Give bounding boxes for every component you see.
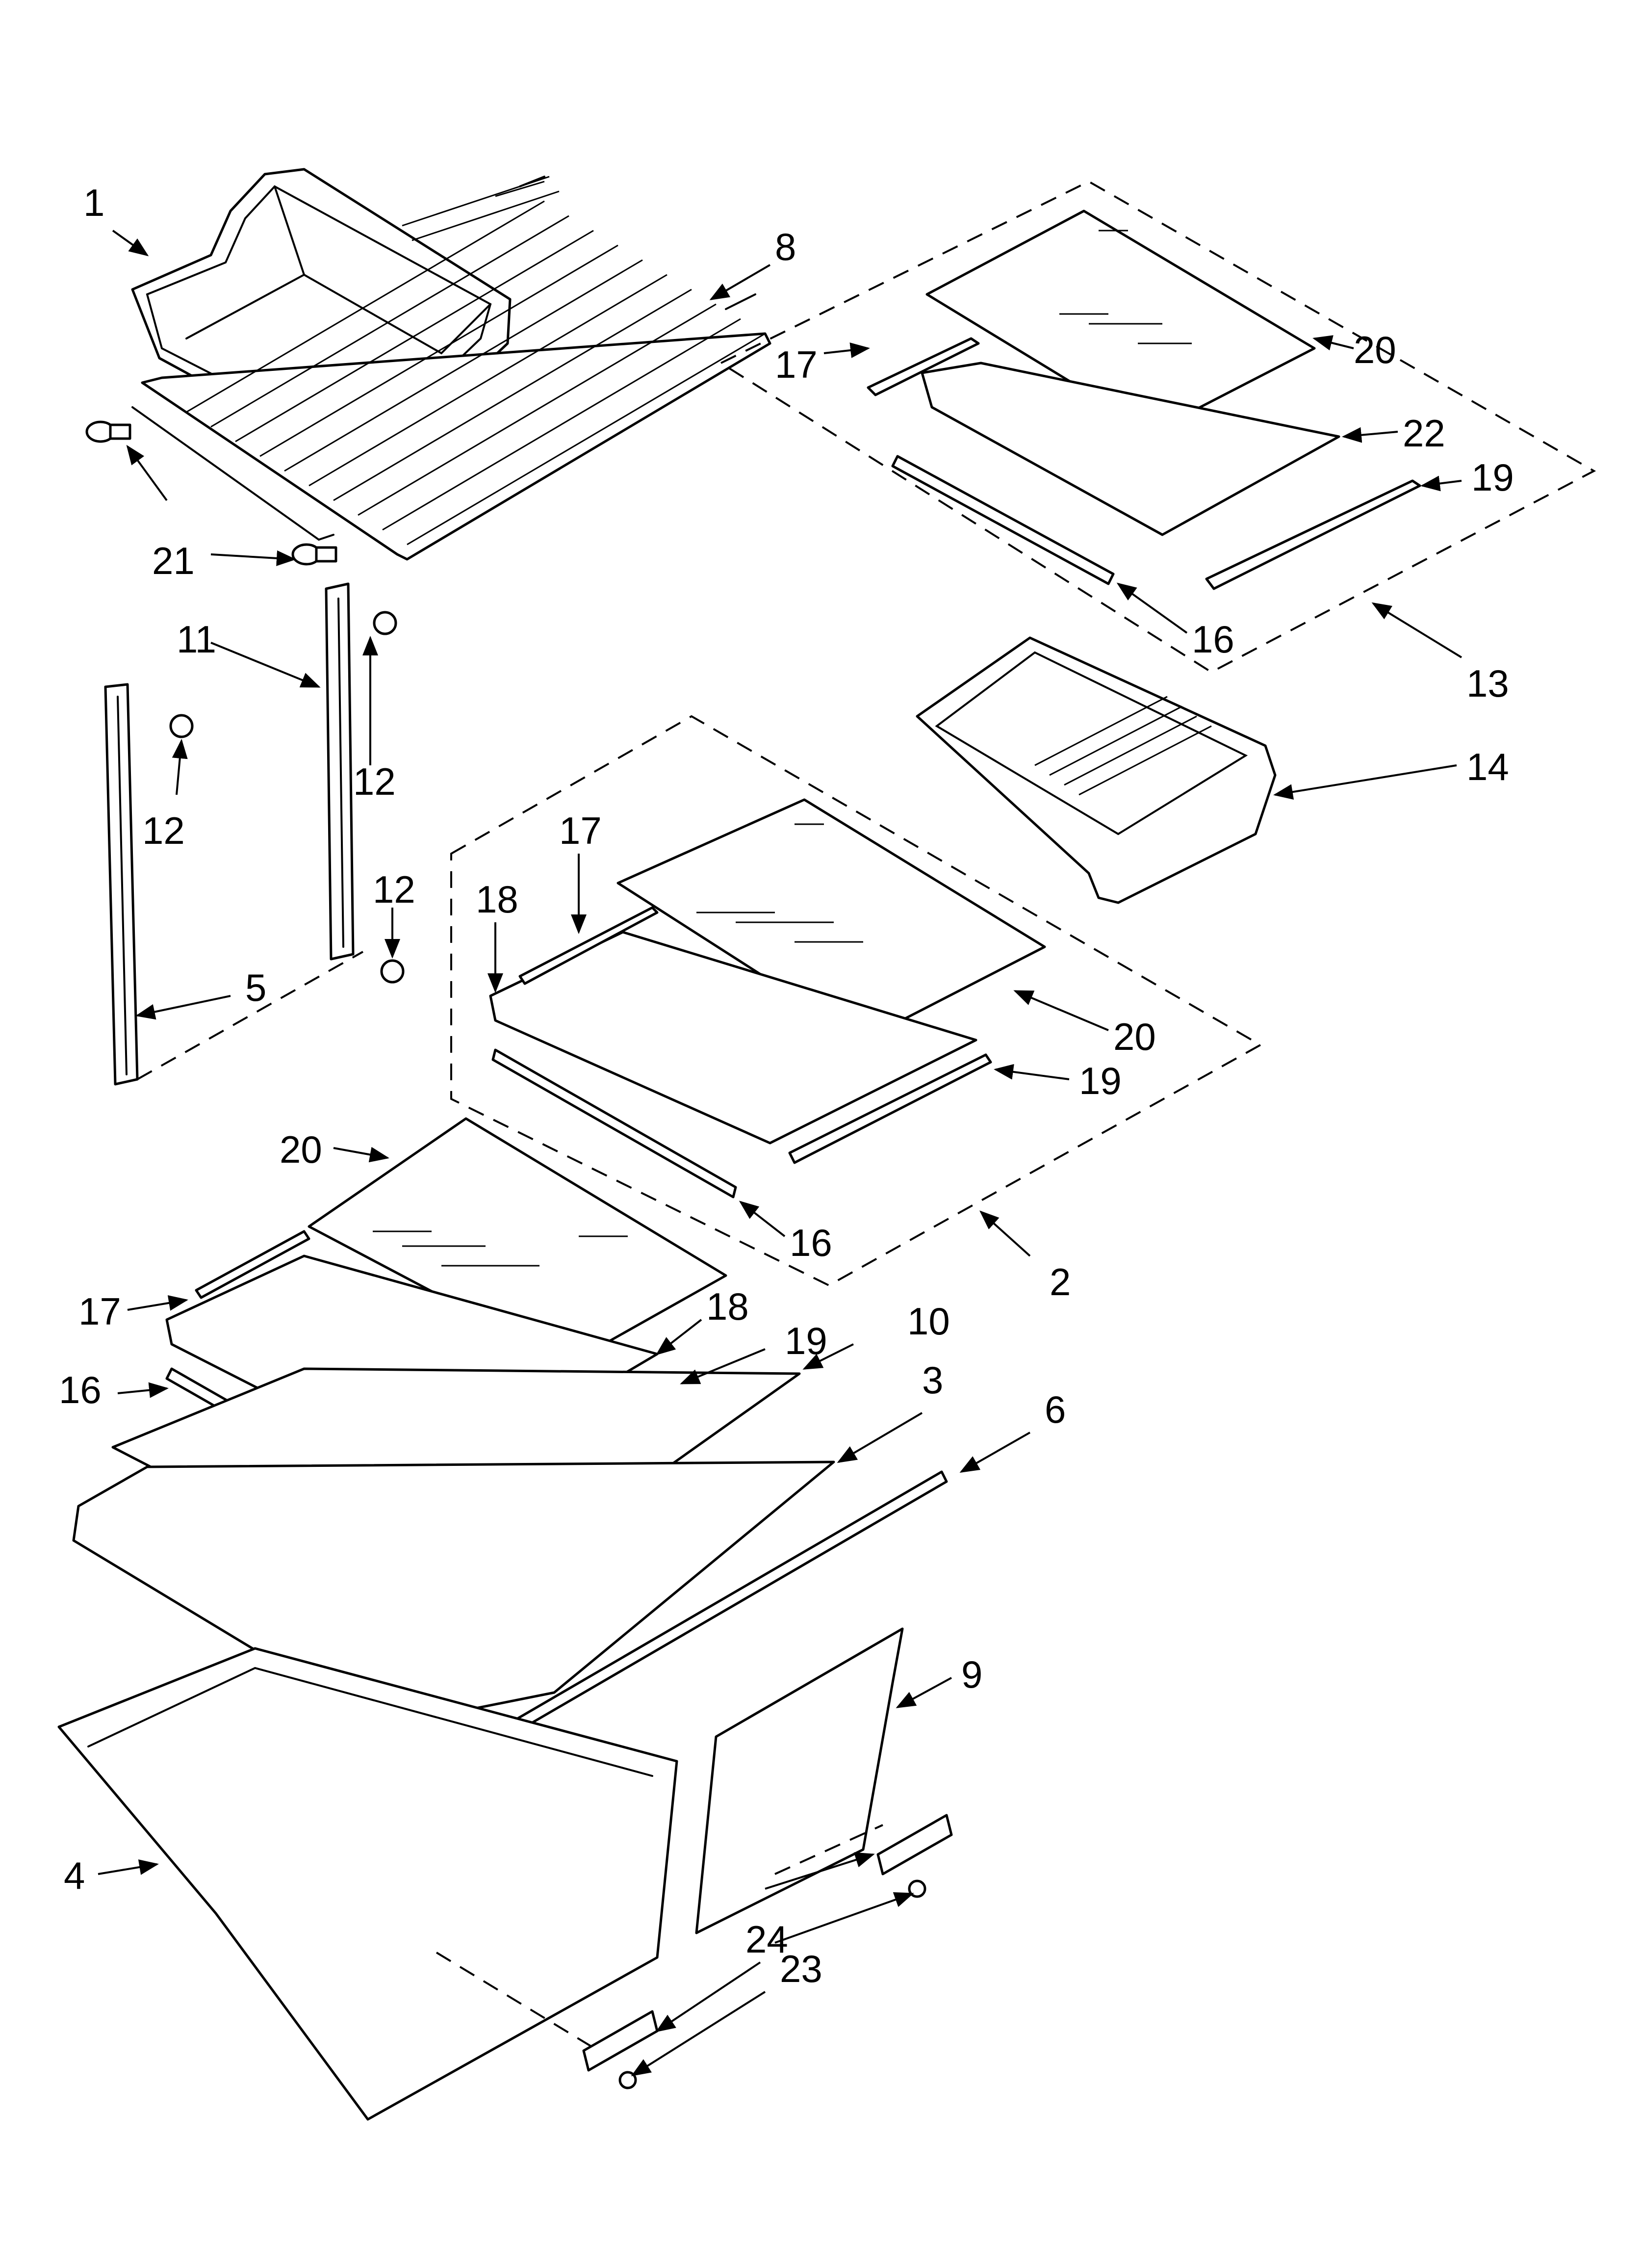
callout-13: 13 (1466, 662, 1509, 705)
callout-labels: 1 8 21 21 11 12 12 12 5 17 20 22 19 16 1… (59, 181, 1514, 1990)
part-9-crisper-pan-right (695, 1627, 904, 1934)
callout-9: 9 (961, 1653, 982, 1696)
part-2-shelf-assembly-middle (450, 715, 1263, 1287)
callout-20-upper: 20 (1354, 328, 1396, 371)
part-3-crisper-cover-frame (72, 1460, 835, 1728)
part-17-trim-middle (518, 906, 659, 985)
callout-3: 3 (922, 1358, 943, 1402)
callout-20-lower: 20 (280, 1128, 322, 1171)
callout-4: 4 (64, 1854, 85, 1897)
part-12-screw-top (373, 611, 397, 635)
callout-19-middle: 19 (1079, 1059, 1122, 1102)
callout-8: 8 (775, 225, 796, 268)
callout-2: 2 (1050, 1260, 1071, 1303)
part-19-trim-upper (1205, 479, 1421, 590)
part-4-crisper-pan-left (57, 1647, 678, 2121)
leader-lines (98, 230, 1462, 2077)
part-17-trim-upper (867, 337, 980, 396)
part-5-shelf-ladder-left (104, 683, 363, 1086)
part-8-wire-shelf (131, 176, 771, 561)
part-14-meat-pan (916, 636, 1277, 904)
part-16-trim-upper (891, 455, 1115, 585)
callout-11: 11 (177, 618, 216, 661)
part-24-slide-left (582, 2010, 659, 2072)
callout-16-lower: 16 (59, 1368, 102, 1411)
callout-16-upper: 16 (1192, 618, 1234, 661)
callout-24: 24 (745, 1918, 788, 1961)
callout-23: 23 (780, 1947, 822, 1990)
callout-14: 14 (1466, 745, 1509, 788)
callout-19-lower: 19 (785, 1319, 827, 1362)
part-11-shelf-ladder-center (325, 582, 355, 961)
part-21-shelf-stud-right (291, 543, 337, 566)
callout-19-upper: 19 (1471, 456, 1514, 499)
part-24-slide-right (876, 1814, 953, 1876)
part-22-shelf-frame-upper (921, 362, 1340, 536)
part-13-shelf-assembly-upper (718, 180, 1596, 674)
callout-17-lower: 17 (78, 1290, 121, 1333)
part-16-trim-middle (491, 1048, 737, 1199)
part-12-screw-left (169, 714, 194, 738)
callout-18-lower: 18 (706, 1285, 749, 1328)
callout-20-middle: 20 (1113, 1015, 1156, 1058)
callout-12-left: 12 (142, 809, 185, 852)
callout-5: 5 (245, 966, 266, 1009)
callout-16-middle: 16 (790, 1221, 832, 1264)
callout-22: 22 (1403, 412, 1445, 455)
callout-21-upper: 21 (152, 539, 195, 582)
part-12-screw-bottom (380, 959, 405, 984)
callout-6: 6 (1045, 1388, 1066, 1431)
part-19-trim-middle (788, 1053, 992, 1164)
callout-12-top: 12 (353, 760, 396, 803)
callout-12-bottom: 12 (373, 868, 415, 911)
part-21-shelf-stud-left (85, 420, 131, 443)
part-17-trim-lower (195, 1230, 310, 1299)
callout-17-upper: 17 (775, 343, 818, 386)
callout-10: 10 (907, 1300, 950, 1343)
callout-18-middle: 18 (476, 878, 518, 921)
callout-1: 1 (83, 181, 104, 224)
callout-17-middle: 17 (559, 809, 602, 852)
lower-shelf-group (57, 1117, 953, 2121)
